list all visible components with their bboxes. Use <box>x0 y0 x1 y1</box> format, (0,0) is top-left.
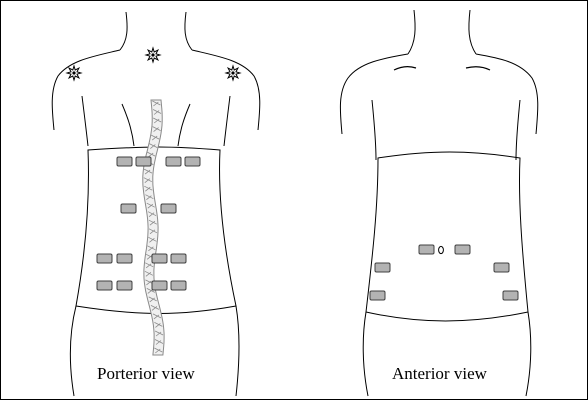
posterior-neck-left <box>120 12 127 50</box>
posterior-electrode-1 <box>117 157 132 166</box>
posterior-electrode-8 <box>117 254 132 263</box>
navel <box>439 246 444 253</box>
posterior-right-shoulder <box>192 50 260 130</box>
spine-column <box>143 100 164 355</box>
posterior-electrode-13 <box>152 281 167 290</box>
posterior-electrode-5 <box>121 204 136 213</box>
anterior-electrode-3 <box>375 263 390 272</box>
anterior-left-armpit <box>372 100 376 160</box>
anterior-electrode-6 <box>503 291 518 300</box>
anterior-electrodes <box>370 245 518 300</box>
anterior-view-caption: Anterior view <box>392 364 487 384</box>
anterior-left-collarbone <box>394 67 416 70</box>
anterior-figure <box>340 10 537 396</box>
posterior-electrode-2 <box>136 157 151 166</box>
anterior-electrode-2 <box>455 245 470 254</box>
posterior-electrode-9 <box>152 254 167 263</box>
anterior-electrode-4 <box>494 263 509 272</box>
star-burst-center-1 <box>151 53 154 56</box>
posterior-left-shoulder <box>52 50 120 130</box>
spine <box>143 100 164 355</box>
posterior-electrode-4 <box>185 157 200 166</box>
posterior-neck-right <box>185 12 192 50</box>
posterior-electrode-12 <box>117 281 132 290</box>
posterior-right-scapula <box>178 104 190 146</box>
anterior-right-collarbone <box>466 67 490 70</box>
posterior-left-scapula <box>122 104 134 146</box>
posterior-right-armpit <box>224 96 230 146</box>
anterior-electrode-5 <box>370 291 385 300</box>
star-burst-center-3 <box>231 71 234 74</box>
anterior-electrode-1 <box>419 245 434 254</box>
posterior-left-armpit <box>82 96 88 146</box>
anterior-left-hip <box>363 312 368 396</box>
anterior-neck-right <box>469 10 476 54</box>
anterior-right-shoulder <box>476 54 538 134</box>
posterior-electrode-7 <box>97 254 112 263</box>
anterior-neck-left <box>408 10 415 54</box>
star-burst-center-2 <box>72 71 75 74</box>
posterior-view-caption: Porterior view <box>97 364 195 384</box>
trigger-points <box>67 48 240 80</box>
posterior-right-hip <box>236 306 239 396</box>
anterior-right-armpit <box>516 100 520 160</box>
posterior-electrode-14 <box>171 281 186 290</box>
anterior-right-hip <box>526 312 531 396</box>
posterior-electrode-6 <box>161 204 176 213</box>
posterior-electrode-11 <box>97 281 112 290</box>
posterior-electrode-3 <box>166 157 181 166</box>
posterior-left-hip <box>70 306 76 396</box>
posterior-electrode-10 <box>171 254 186 263</box>
